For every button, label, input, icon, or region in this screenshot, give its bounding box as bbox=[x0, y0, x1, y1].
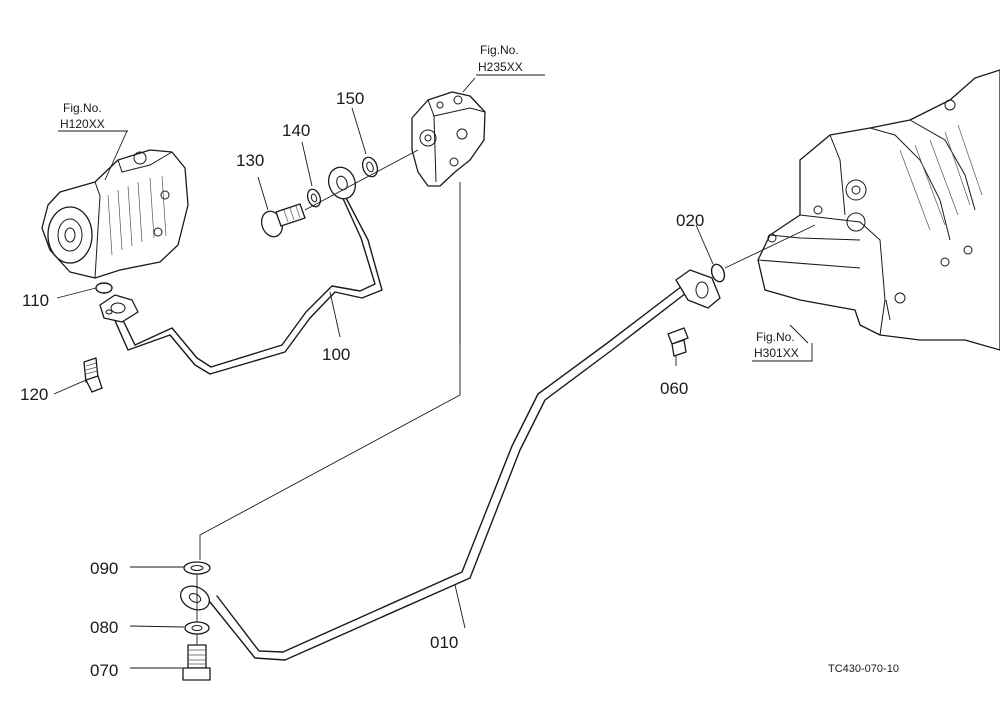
assembly-line-housing bbox=[724, 224, 816, 269]
part-110: 110 bbox=[22, 291, 49, 310]
part-120: 120 bbox=[20, 385, 48, 404]
fig-ref-housing-code: H301XX bbox=[754, 346, 799, 360]
pipe-010 bbox=[179, 269, 721, 661]
fig-ref-pump-label: Fig.No. bbox=[63, 101, 102, 115]
fig-ref-housing-label: Fig.No. bbox=[756, 330, 795, 344]
fig-ref-housing: Fig.No. H301XX bbox=[752, 330, 813, 362]
fig-ref-valve-label: Fig.No. bbox=[480, 43, 519, 57]
diagram-code: TC430-070-10 bbox=[828, 663, 899, 675]
part-140: 140 bbox=[282, 121, 310, 140]
bolt-120 bbox=[83, 357, 103, 393]
leader-lines bbox=[53, 77, 809, 669]
assembly-line-valve bbox=[199, 182, 461, 560]
fig-ref-valve: Fig.No. H235XX bbox=[476, 43, 545, 76]
bolt-070 bbox=[182, 644, 211, 681]
assembly-line-bolt bbox=[304, 149, 419, 211]
bolt-130 bbox=[260, 203, 306, 238]
part-020: 020 bbox=[676, 211, 704, 230]
washer-090 bbox=[183, 561, 211, 575]
part-010: 010 bbox=[430, 633, 458, 652]
washer-150 bbox=[361, 156, 379, 178]
fig-ref-valve-code: H235XX bbox=[478, 60, 523, 74]
pipe-100 bbox=[99, 166, 383, 375]
part-080: 080 bbox=[90, 618, 118, 637]
bolt-060 bbox=[667, 327, 689, 357]
part-150: 150 bbox=[336, 89, 364, 108]
part-100: 100 bbox=[322, 345, 350, 364]
part-070: 070 bbox=[90, 661, 118, 680]
washer-080 bbox=[184, 621, 210, 635]
o-ring-110 bbox=[95, 282, 113, 294]
washer-140 bbox=[306, 188, 322, 208]
control-valve bbox=[411, 91, 486, 187]
transmission-housing bbox=[757, 69, 1000, 351]
part-060: 060 bbox=[660, 379, 688, 398]
hydraulic-pump bbox=[41, 149, 189, 279]
fig-ref-pump: Fig.No. H120XX bbox=[58, 101, 128, 132]
part-130: 130 bbox=[236, 151, 264, 170]
o-ring-020 bbox=[710, 263, 726, 283]
part-090: 090 bbox=[90, 559, 118, 578]
fig-ref-pump-code: H120XX bbox=[60, 117, 105, 131]
